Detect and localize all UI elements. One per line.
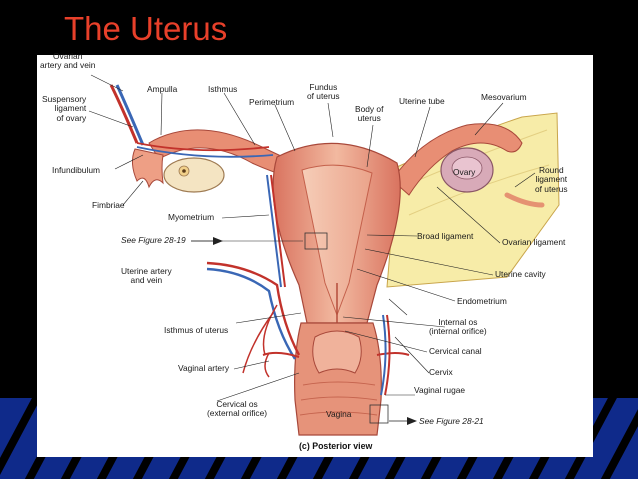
label-isthmus: Isthmus — [208, 84, 238, 94]
label-ovary: Ovary — [453, 167, 476, 177]
label-ampulla: Ampulla — [147, 84, 178, 94]
label-suspensory-ligament: Suspensory ligament of ovary — [42, 94, 87, 123]
figure-caption: (c) Posterior view — [299, 441, 373, 451]
label-vaginal-rugae: Vaginal rugae — [414, 385, 466, 395]
label-round-ligament: Round ligament of uterus — [535, 165, 568, 194]
label-mesovarium: Mesovarium — [481, 92, 527, 102]
uterus-illustration — [88, 74, 560, 436]
label-cervix: Cervix — [429, 367, 453, 377]
uterus-diagram: Ovarian artery and vein Suspensory ligam… — [37, 51, 593, 457]
label-uterine-cavity: Uterine cavity — [495, 269, 546, 279]
label-cervical-canal: Cervical canal — [429, 346, 482, 356]
label-body-of-uterus: Body of uterus — [355, 104, 384, 124]
slide-title: The Uterus — [64, 10, 228, 47]
label-fundus: Fundus of uterus — [307, 82, 340, 102]
label-broad-ligament: Broad ligament — [417, 231, 474, 241]
label-see-figure-28-21: See Figure 28-21 — [419, 416, 484, 426]
right-uterine-tube — [391, 123, 523, 196]
label-myometrium: Myometrium — [168, 212, 215, 222]
label-endometrium: Endometrium — [457, 296, 507, 306]
left-ovary-shape — [163, 157, 225, 193]
label-uterine-tube: Uterine tube — [399, 96, 445, 106]
label-ovarian-artery-vein: Ovarian artery and vein — [40, 51, 96, 71]
label-perimetrium: Perimetrium — [249, 97, 295, 107]
label-internal-os: Internal os (internal orifice) — [429, 317, 487, 337]
fimbriae-shape — [131, 148, 164, 189]
ref-box-28-19 — [304, 232, 328, 250]
cervix-shape — [312, 330, 362, 374]
label-infundibulum: Infundibulum — [52, 165, 100, 175]
label-vaginal-artery: Vaginal artery — [178, 363, 230, 373]
uterine-cavity-shape — [301, 164, 373, 317]
reference-arrows — [191, 237, 417, 425]
label-see-figure-28-19: See Figure 28-19 — [121, 235, 186, 245]
label-isthmus-of-uterus: Isthmus of uterus — [164, 325, 229, 335]
label-ovarian-ligament: Ovarian ligament — [502, 237, 566, 247]
ref-box-28-21 — [369, 404, 389, 424]
leader-lines — [88, 74, 536, 402]
label-cervical-os: Cervical os (external orifice) — [207, 399, 268, 419]
label-vagina: Vagina — [326, 409, 352, 419]
label-fimbriae: Fimbriae — [92, 200, 125, 210]
label-uterine-artery-vein: Uterine artery and vein — [121, 266, 172, 286]
